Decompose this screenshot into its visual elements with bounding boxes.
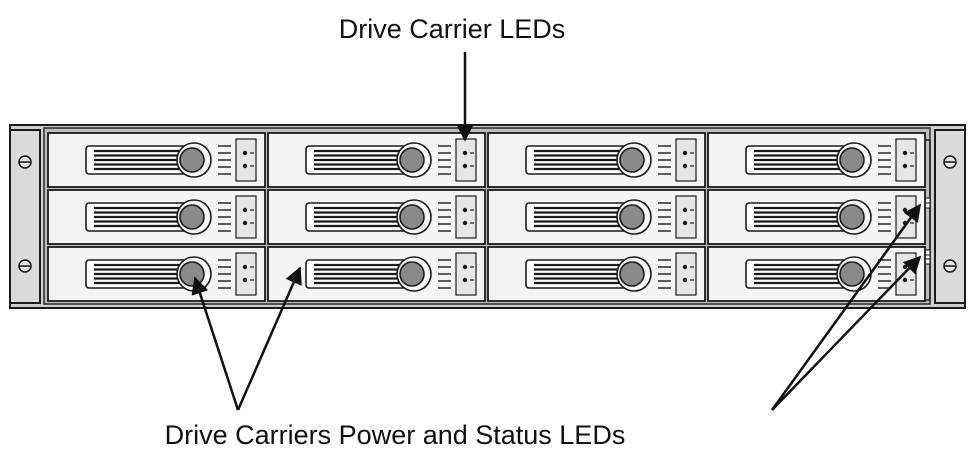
drive-carrier[interactable] — [47, 132, 266, 188]
carrier-status-led — [462, 220, 468, 226]
carrier-power-led — [242, 150, 248, 156]
drive-carrier[interactable] — [487, 189, 706, 245]
drive-carrier-grid — [47, 132, 926, 302]
drive-carrier[interactable] — [707, 189, 926, 245]
carrier-power-led — [242, 264, 248, 270]
carrier-latch-button[interactable] — [619, 204, 645, 230]
carrier-latch-button[interactable] — [399, 204, 425, 230]
carrier-power-led — [462, 150, 468, 156]
carrier-latch-button[interactable] — [399, 261, 425, 287]
drive-carrier[interactable] — [47, 189, 266, 245]
left-rack-ear — [9, 129, 41, 304]
arrow-power-led-1 — [191, 276, 240, 411]
carrier-latch-button[interactable] — [839, 147, 865, 173]
carrier-led-panel — [675, 195, 697, 239]
carrier-status-led — [242, 163, 248, 169]
drive-carrier[interactable] — [267, 132, 486, 188]
carrier-led-panel — [455, 195, 477, 239]
carrier-led-panel — [455, 138, 477, 182]
carrier-power-led — [902, 150, 908, 156]
drive-carrier[interactable] — [487, 132, 706, 188]
carrier-power-led — [462, 207, 468, 213]
carrier-status-led — [462, 277, 468, 283]
carrier-led-panel — [895, 138, 917, 182]
carrier-latch-button[interactable] — [619, 261, 645, 287]
label-drive-carrier-leds: Drive Carrier LEDs — [339, 14, 566, 44]
carrier-led-panel — [235, 252, 257, 296]
carrier-power-led — [242, 207, 248, 213]
arrow-power-led-2 — [236, 266, 302, 411]
carrier-power-led — [902, 207, 908, 213]
carrier-led-panel — [675, 252, 697, 296]
carrier-status-led — [242, 277, 248, 283]
arrow-panel-led-lower — [771, 255, 922, 411]
carrier-latch-button[interactable] — [179, 261, 205, 287]
drive-carrier[interactable] — [707, 132, 926, 188]
carrier-latch-button[interactable] — [619, 147, 645, 173]
right-rack-ear — [934, 129, 966, 304]
drive-carrier[interactable] — [267, 246, 486, 302]
drive-carrier[interactable] — [267, 189, 486, 245]
carrier-latch-button[interactable] — [179, 204, 205, 230]
carrier-status-led — [902, 277, 908, 283]
arrow-panel-led-upper — [770, 203, 922, 411]
carrier-led-panel — [895, 252, 917, 296]
carrier-led-panel — [895, 195, 917, 239]
carrier-status-led — [682, 277, 688, 283]
label-power-status-leds: Drive Carriers Power and Status LEDs — [165, 420, 626, 450]
carrier-led-panel — [455, 252, 477, 296]
carrier-power-led — [462, 264, 468, 270]
drive-carrier[interactable] — [707, 246, 926, 302]
carrier-status-led — [682, 220, 688, 226]
carrier-led-panel — [235, 195, 257, 239]
carrier-latch-button[interactable] — [179, 147, 205, 173]
carrier-status-led — [902, 163, 908, 169]
drive-carrier[interactable] — [487, 246, 706, 302]
carrier-power-led — [682, 150, 688, 156]
carrier-led-panel — [675, 138, 697, 182]
carrier-power-led — [902, 264, 908, 270]
carrier-led-panel — [235, 138, 257, 182]
drive-carrier[interactable] — [47, 246, 266, 302]
carrier-latch-button[interactable] — [399, 147, 425, 173]
carrier-latch-button[interactable] — [839, 204, 865, 230]
arrows — [191, 52, 922, 411]
carrier-latch-button[interactable] — [839, 261, 865, 287]
carrier-status-led — [462, 163, 468, 169]
carrier-status-led — [682, 163, 688, 169]
carrier-power-led — [682, 264, 688, 270]
carrier-status-led — [242, 220, 248, 226]
carrier-power-led — [682, 207, 688, 213]
